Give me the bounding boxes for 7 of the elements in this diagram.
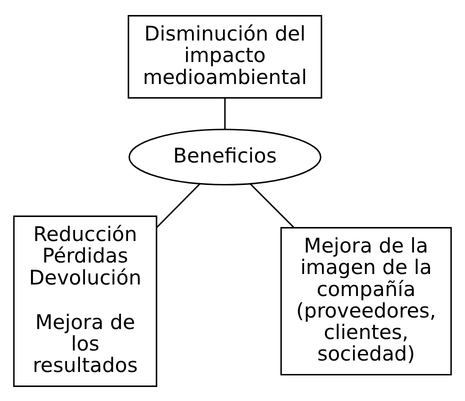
node-box: Disminución del impacto medioambiental xyxy=(128,14,322,98)
connector xyxy=(224,98,226,129)
node-ellipse: Beneficios xyxy=(128,128,322,185)
node-box: Reducción Pérdidas Devolución Mejora de los resultados xyxy=(13,215,158,386)
connector xyxy=(156,182,200,228)
connector xyxy=(250,182,294,228)
node-box: Mejora de la imagen de la compañía (proveedores, clientes, sociedad) xyxy=(280,226,452,375)
